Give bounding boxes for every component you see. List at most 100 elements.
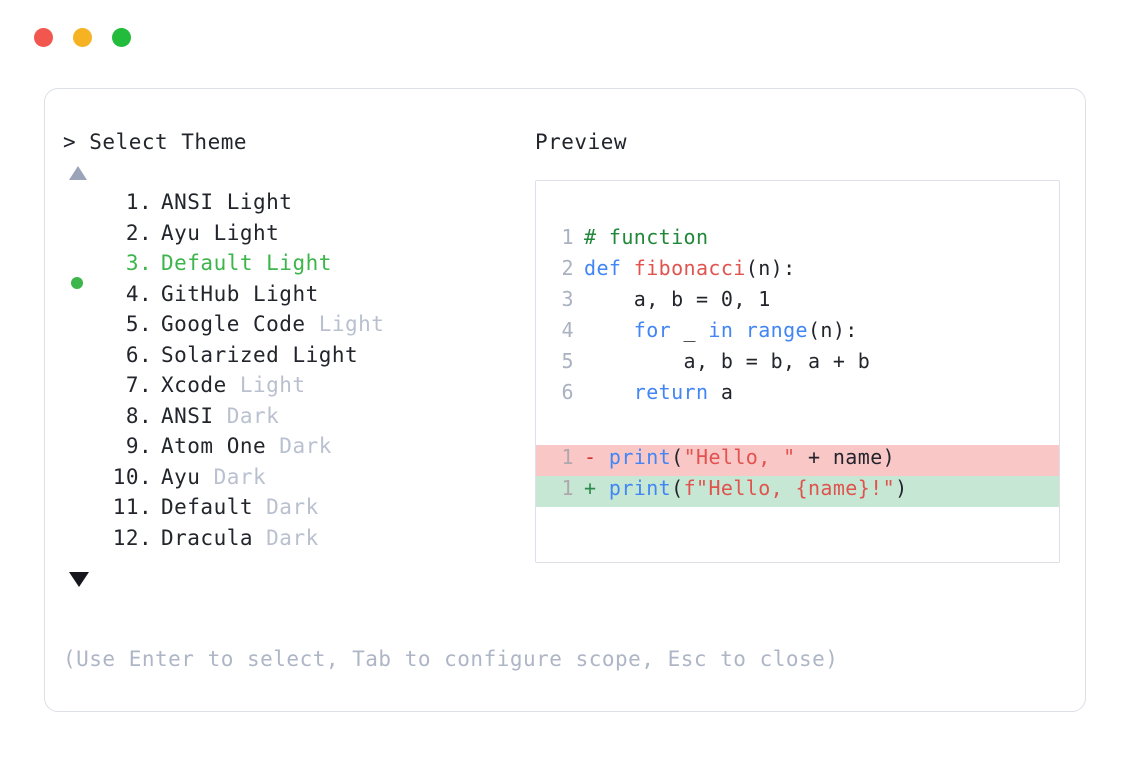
code-token: return xyxy=(633,380,709,405)
theme-index: 11 xyxy=(112,495,139,520)
theme-index-dot: . xyxy=(139,464,166,489)
line-number: 6 xyxy=(561,380,574,405)
triangle-down-icon[interactable] xyxy=(69,572,89,588)
diff-sign: - xyxy=(584,445,609,470)
code-token: # function xyxy=(584,225,709,250)
theme-index: 2 xyxy=(125,220,139,245)
theme-index: 7 xyxy=(125,373,139,398)
theme-index: 3 xyxy=(125,251,139,276)
code-block: 1 # function 2 def fibonacci(n): 3 a, b = 0,… xyxy=(536,225,1059,411)
code-line: 1 # function xyxy=(536,225,1059,256)
theme-name: Ayu xyxy=(161,220,214,245)
code-token xyxy=(584,380,634,404)
line-number: 5 xyxy=(561,349,574,374)
theme-index-dot: . xyxy=(139,281,166,306)
diff-line-del: 1- print("Hello, " + name) xyxy=(536,445,1059,477)
theme-list-item[interactable]: 12. Dracula Dark xyxy=(63,526,533,557)
code-gap xyxy=(536,411,1059,445)
code-token: in xyxy=(708,318,734,343)
code-token: _ xyxy=(671,318,709,343)
theme-index-dot: . xyxy=(139,342,166,367)
theme-index-dot: . xyxy=(139,495,166,520)
theme-list-item[interactable]: 3. Default Light xyxy=(63,251,533,290)
code-token: a, b = b, a + b xyxy=(584,349,871,374)
theme-index-dot: . xyxy=(139,434,166,459)
theme-list-item[interactable]: 10. Ayu Dark xyxy=(63,465,533,496)
code-token: (n): xyxy=(807,318,858,343)
code-token: print xyxy=(608,445,672,470)
theme-variant-label: Light xyxy=(239,373,306,398)
code-line-content: for _ in range(n): xyxy=(584,318,858,342)
code-line-content: def fibonacci(n): xyxy=(584,256,796,280)
theme-index: 6 xyxy=(125,342,139,367)
code-line-content: a, b = b, a + b xyxy=(584,349,870,373)
theme-variant-label: Light xyxy=(318,312,385,337)
code-token xyxy=(733,318,745,342)
theme-variant-label: Light xyxy=(253,281,319,306)
code-token: f"Hello, {name}!" xyxy=(683,476,896,501)
line-number: 1 xyxy=(561,445,574,470)
window-controls xyxy=(34,28,131,47)
close-window-button[interactable] xyxy=(34,28,53,47)
code-token: 0 xyxy=(720,287,734,312)
theme-list-item[interactable]: 7. Xcode Light xyxy=(63,373,533,404)
code-line-content: a, b = 0, 1 xyxy=(584,287,771,311)
theme-index: 1 xyxy=(125,190,139,215)
code-line: 5 a, b = b, a + b xyxy=(536,349,1059,380)
theme-index-dot: . xyxy=(139,525,166,550)
line-number: 2 xyxy=(561,256,574,281)
code-line: 3 a, b = 0, 1 xyxy=(536,287,1059,318)
theme-name: Ayu xyxy=(161,464,214,489)
code-token: + name) xyxy=(795,445,896,470)
line-number: 1 xyxy=(561,476,574,501)
maximize-window-button[interactable] xyxy=(112,28,131,47)
theme-name: ANSI xyxy=(161,190,227,215)
line-number: 3 xyxy=(561,287,574,312)
theme-list-item[interactable]: 1. ANSI Light xyxy=(63,190,533,221)
code-token: ( xyxy=(671,476,684,501)
keyboard-hint: (Use Enter to select, Tab to configure s… xyxy=(63,647,839,671)
code-token: (n): xyxy=(745,256,796,281)
code-token: ( xyxy=(671,445,684,470)
code-line-content: print(f"Hello, {name}!") xyxy=(609,476,908,500)
theme-name: Google Code xyxy=(161,312,319,337)
code-token: range xyxy=(745,318,808,343)
theme-index: 9 xyxy=(125,434,139,459)
diff-block: 1- print("Hello, " + name)1+ print(f"Hel… xyxy=(536,445,1059,508)
theme-name: Default xyxy=(161,495,267,520)
theme-name: ANSI xyxy=(161,403,227,428)
theme-list-item[interactable]: 2. Ayu Light xyxy=(63,221,533,252)
theme-list-item[interactable]: 9. Atom One Dark xyxy=(63,434,533,465)
code-token: a, b = xyxy=(584,287,721,312)
code-line-content: # function xyxy=(584,225,708,249)
theme-variant-label: Dark xyxy=(213,464,267,489)
theme-index-dot: . xyxy=(139,312,166,337)
theme-list-item[interactable]: 5. Google Code Light xyxy=(63,312,533,343)
theme-index-dot: . xyxy=(139,373,166,398)
minimize-window-button[interactable] xyxy=(73,28,92,47)
theme-name: Default xyxy=(161,251,267,276)
code-line: 6 return a xyxy=(536,380,1059,411)
code-token: 1 xyxy=(758,287,771,312)
theme-list-item[interactable]: 8. ANSI Dark xyxy=(63,404,533,435)
triangle-up-icon[interactable] xyxy=(69,166,87,181)
theme-list-item[interactable]: 11. Default Dark xyxy=(63,495,533,526)
code-token xyxy=(584,318,634,342)
theme-variant-label: Dark xyxy=(266,525,319,550)
theme-index: 4 xyxy=(125,281,139,306)
theme-name: Dracula xyxy=(161,525,267,550)
theme-variant-label: Dark xyxy=(266,495,319,520)
code-line: 4 for _ in range(n): xyxy=(536,318,1059,349)
theme-list-item[interactable]: 6. Solarized Light xyxy=(63,343,533,374)
line-number: 1 xyxy=(561,225,574,250)
theme-variant-label: Light xyxy=(226,190,293,215)
theme-list-item[interactable]: 4. GitHub Light xyxy=(63,282,533,313)
diff-sign: + xyxy=(584,476,609,501)
theme-index-dot: . xyxy=(139,251,166,276)
code-line-content: print("Hello, " + name) xyxy=(609,445,895,469)
